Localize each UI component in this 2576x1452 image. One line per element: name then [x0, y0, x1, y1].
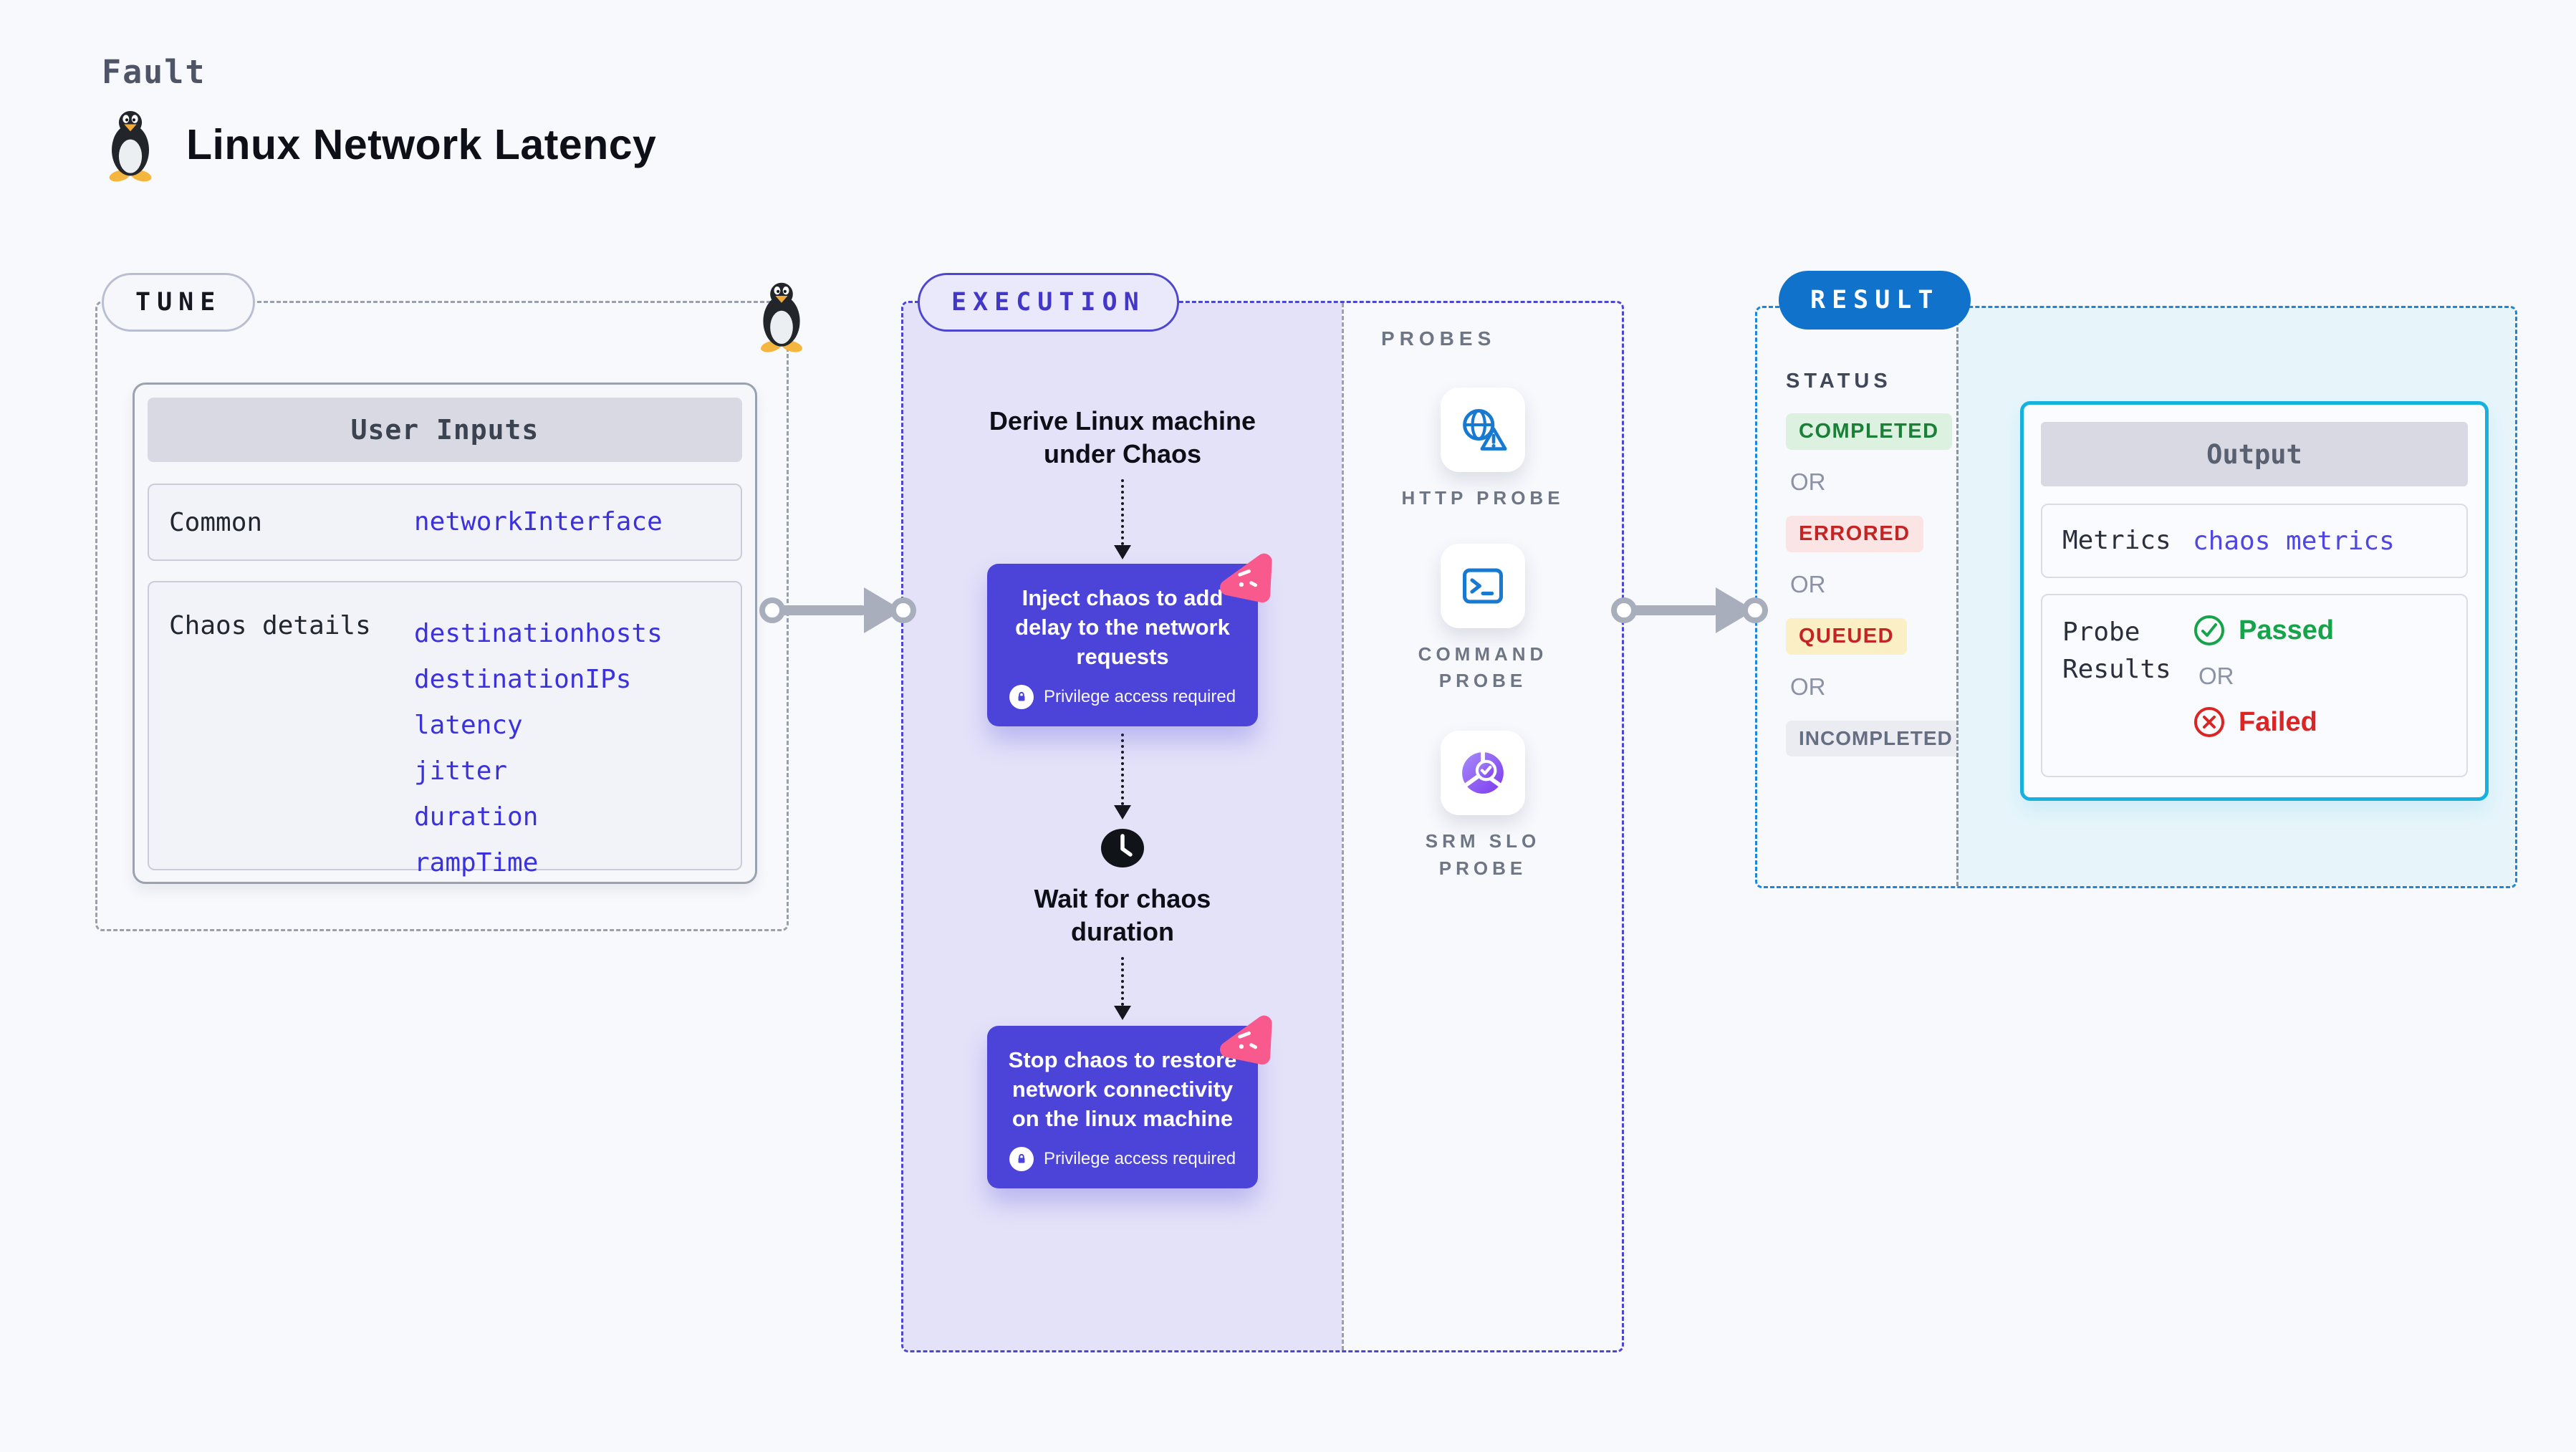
output-row-label: Probe Results [2062, 617, 2171, 685]
privilege-note-text: Privilege access required [1043, 686, 1236, 706]
page-title-row: Linux Network Latency [100, 107, 656, 182]
result-output-panel: Output Metrics chaos metrics Probe Resul… [1956, 308, 2515, 886]
execution-section: EXECUTION Derive Linux machine under Cha… [901, 273, 1624, 1352]
tux-penguin-icon [100, 107, 160, 182]
input-row-label: Chaos details [169, 611, 371, 640]
terminal-icon [1441, 543, 1525, 628]
output-metrics-value: chaos metrics [2193, 526, 2395, 556]
input-value: destinationhosts [414, 619, 663, 648]
probe-label: COMMAND PROBE [1418, 643, 1548, 692]
step-inject-card: Inject chaos to add delay to the network… [987, 553, 1272, 726]
connector-node [890, 597, 916, 623]
user-inputs-header: User Inputs [148, 398, 742, 462]
flow-arrow-down [1114, 479, 1131, 560]
chaos-icon [1211, 541, 1280, 610]
lock-icon [1009, 1146, 1034, 1171]
probe-label: SRM SLO PROBE [1425, 830, 1541, 879]
globe-alert-icon [1441, 388, 1525, 472]
probes-panel: PROBES HTTP PROBE [1342, 303, 1622, 1350]
input-value: latency [414, 711, 523, 740]
chaos-icon [1211, 1003, 1280, 1072]
tune-to-execution-arrow [759, 582, 916, 639]
status-badge-incompleted: INCOMPLETED [1786, 721, 1966, 756]
status-badge-errored: ERRORED [1786, 516, 1923, 552]
status-heading: STATUS [1786, 370, 1892, 393]
connector-node [1611, 597, 1637, 623]
output-row-probe-results: Probe Results Passed OR [2041, 594, 2468, 777]
input-row-label: Common [169, 507, 263, 537]
connector-node [759, 597, 785, 623]
step-wait-title: Wait for chaos duration [1034, 883, 1211, 946]
lock-icon [1009, 684, 1034, 709]
status-or: OR [1790, 571, 1826, 597]
verdict-passed-label: Passed [2239, 615, 2335, 645]
x-circle-icon [2193, 706, 2226, 739]
input-value: rampTime [414, 848, 539, 878]
page-title: Linux Network Latency [186, 121, 657, 168]
probe-command: COMMAND PROBE [1393, 543, 1572, 695]
flow-arrow-down [1114, 733, 1131, 819]
status-badge-queued: QUEUED [1786, 618, 1908, 655]
probe-label: HTTP PROBE [1401, 487, 1565, 509]
user-inputs-card: User Inputs Common networkInterface Chao… [133, 383, 757, 884]
step-stop-title: Stop chaos to restore network connectivi… [1008, 1047, 1237, 1131]
result-badge: RESULT [1779, 271, 1971, 330]
input-value: jitter [414, 756, 508, 786]
input-value: networkInterface [414, 507, 663, 537]
tune-badge: TUNE [102, 273, 256, 332]
result-section: STATUS COMPLETED OR ERRORED OR QUEUED OR… [1755, 306, 2517, 888]
arrow-line [1631, 605, 1719, 615]
page-kicker: Fault [102, 53, 206, 91]
tune-section: TUNE User Inputs Common networkInterface [95, 273, 802, 931]
check-circle-icon [2193, 614, 2226, 647]
verdict-passed: Passed [2193, 614, 2334, 647]
status-or: OR [1790, 673, 1826, 700]
privilege-note: Privilege access required [1004, 684, 1241, 709]
connector-node [1742, 597, 1768, 623]
arrow-line [779, 605, 867, 615]
output-header: Output [2041, 422, 2468, 486]
probes-heading: PROBES [1381, 327, 1496, 350]
execution-badge: EXECUTION [918, 273, 1179, 332]
privilege-note: Privilege access required [1004, 1146, 1241, 1171]
probe-http: HTTP PROBE [1393, 388, 1572, 512]
slo-pie-icon [1441, 731, 1525, 816]
output-row-label: Metrics [2062, 525, 2171, 555]
output-row-metrics: Metrics chaos metrics [2041, 504, 2468, 578]
status-or: OR [1790, 468, 1826, 495]
verdict-failed-label: Failed [2239, 706, 2317, 737]
input-value: duration [414, 802, 539, 832]
clock-icon [1100, 825, 1145, 871]
output-card: Output Metrics chaos metrics Probe Resul… [2020, 401, 2489, 801]
verdict-failed: Failed [2193, 706, 2334, 739]
step-inject-title: Inject chaos to add delay to the network… [1015, 585, 1230, 669]
input-value: destinationIPs [414, 665, 632, 694]
input-row-common: Common networkInterface [148, 484, 742, 561]
input-row-chaos-details: Chaos details destinationhosts destinati… [148, 581, 742, 878]
verdict-or: OR [2198, 663, 2234, 689]
flow-arrow-down [1114, 957, 1131, 1021]
execution-flow: Derive Linux machine under Chaos Inject … [903, 303, 1342, 1350]
step-stop-card: Stop chaos to restore network connectivi… [987, 1015, 1272, 1188]
status-badge-completed: COMPLETED [1786, 413, 1952, 450]
step-derive-title: Derive Linux machine under Chaos [989, 406, 1256, 469]
execution-to-result-arrow [1611, 582, 1768, 639]
status-column: STATUS COMPLETED OR ERRORED OR QUEUED OR… [1786, 370, 1966, 756]
probe-srm-slo: SRM SLO PROBE [1393, 731, 1572, 882]
privilege-note-text: Privilege access required [1043, 1148, 1236, 1168]
